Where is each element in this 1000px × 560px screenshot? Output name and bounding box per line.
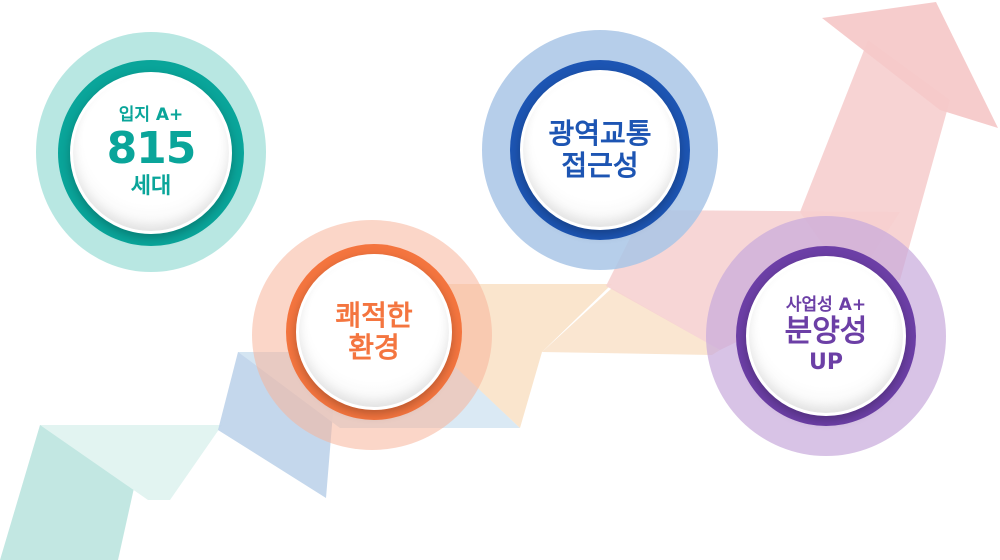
badge-teal-number: 815 <box>106 123 197 174</box>
ribbon-flat-3 <box>542 288 720 355</box>
badge-blue-line1: 광역교통 <box>548 117 652 150</box>
badge-orange-line2: 환경 <box>348 331 400 364</box>
badge-purple-top: 사업성 A+ <box>785 295 867 315</box>
badge-purple-bottom: UP <box>809 350 843 375</box>
badge-environment: 쾌적한 환경 <box>252 220 492 450</box>
badge-teal-top: 입지 A+ <box>118 105 184 125</box>
ribbon-arrow-head <box>822 2 998 128</box>
badge-orange-line1: 쾌적한 <box>335 299 413 332</box>
badge-purple-title: 분양성 <box>784 314 868 349</box>
badge-teal-bottom: 세대 <box>130 174 172 199</box>
ribbon-flat-1 <box>40 425 222 500</box>
badge-blue-line2: 접근성 <box>561 149 639 182</box>
badge-location-units: 입지 A+ 815 세대 <box>36 32 266 272</box>
badge-transport-access: 광역교통 접근성 <box>482 30 718 270</box>
badge-business-value: 사업성 A+ 분양성 UP <box>706 216 946 456</box>
